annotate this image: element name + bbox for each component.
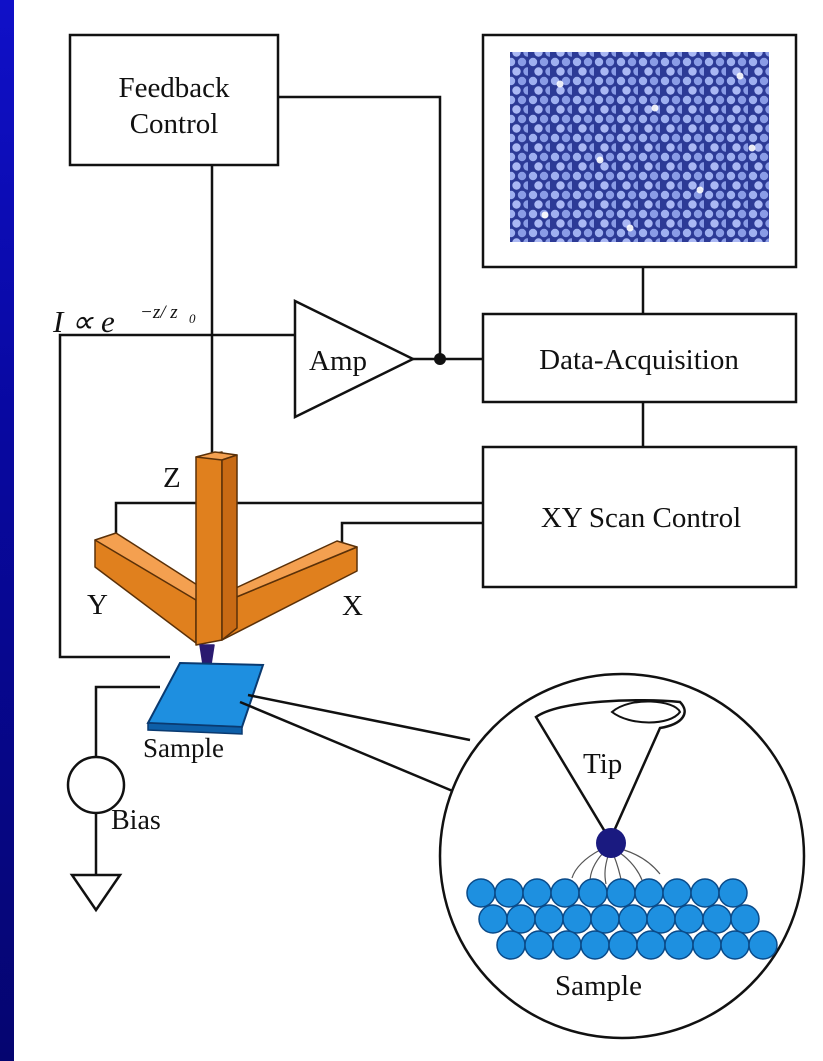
tip-atom bbox=[596, 828, 626, 858]
feedback-control-box: Feedback Control bbox=[68, 33, 280, 167]
z-axis-label: Z bbox=[163, 462, 181, 494]
field-lines bbox=[571, 849, 661, 885]
tip-cone bbox=[534, 699, 686, 843]
stm-image-display bbox=[510, 52, 769, 242]
amplifier: Amp bbox=[293, 298, 416, 420]
formula-base: I ∝ e bbox=[52, 304, 115, 339]
bright-spots bbox=[541, 72, 756, 232]
data-acquisition-box: Data-Acquisition bbox=[481, 312, 798, 404]
zoom-sample-label: Sample bbox=[555, 970, 642, 1002]
sample-plate bbox=[146, 661, 471, 794]
tip-label: Tip bbox=[583, 748, 622, 780]
feedback-control-label-line1: Feedback bbox=[118, 72, 230, 104]
amp-label: Amp bbox=[309, 345, 367, 377]
formula-subscript: 0 bbox=[189, 311, 196, 326]
sample-label: Sample bbox=[143, 733, 224, 763]
piezo-scanner bbox=[94, 451, 358, 691]
bias-source bbox=[66, 755, 126, 913]
bias-label: Bias bbox=[111, 805, 161, 836]
xy-scan-control-box: XY Scan Control bbox=[481, 445, 798, 589]
sample-atoms bbox=[466, 878, 778, 960]
y-axis-label: Y bbox=[87, 589, 108, 621]
formula-exponent: −z/ z bbox=[140, 302, 178, 323]
tunneling-current-formula: I ∝ e −z/ z 0 bbox=[52, 302, 196, 339]
feedback-control-label-line2: Control bbox=[130, 108, 219, 140]
zoom-inset bbox=[438, 672, 806, 1040]
x-axis-label: X bbox=[342, 590, 363, 622]
xy-scan-control-label: XY Scan Control bbox=[541, 502, 741, 534]
data-acquisition-label: Data-Acquisition bbox=[539, 344, 739, 376]
monitor bbox=[481, 33, 798, 269]
